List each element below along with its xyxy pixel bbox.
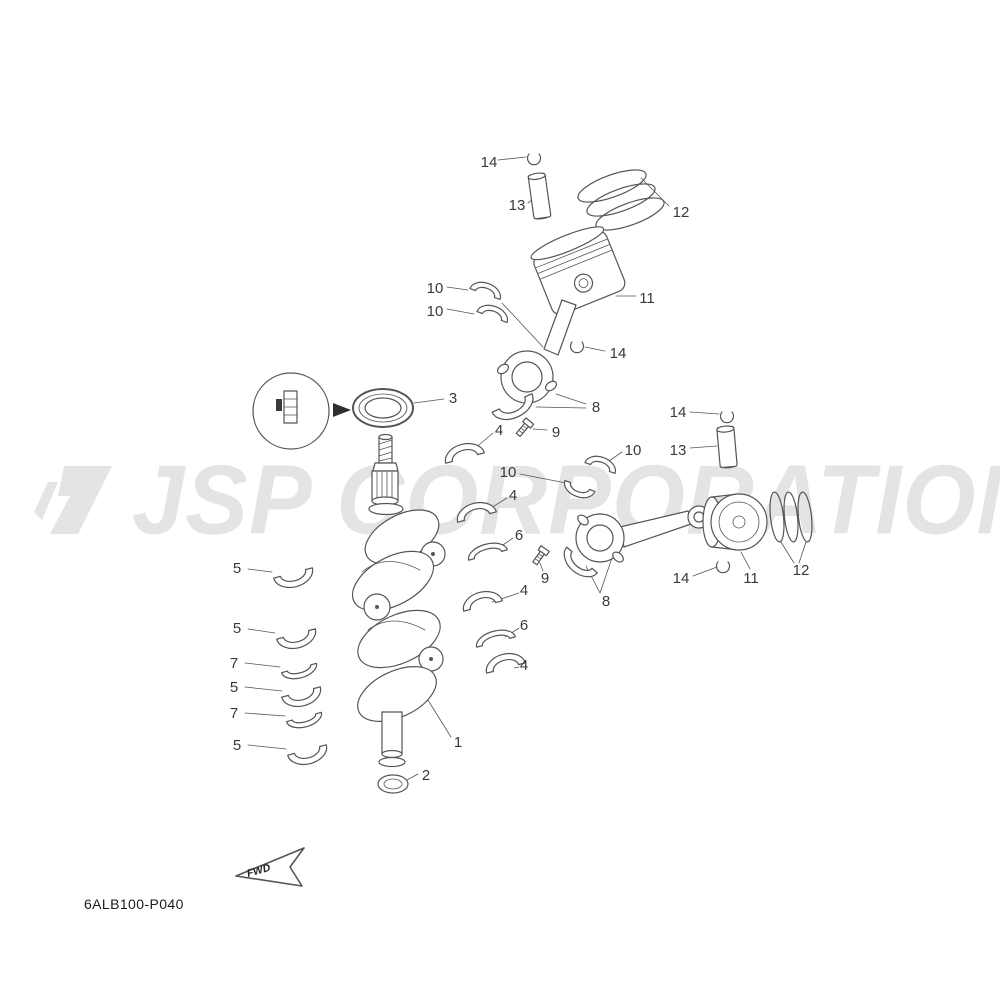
callout-9: 9 <box>552 424 560 441</box>
seal-lip-detail <box>276 399 282 411</box>
main-bearing-shells-right <box>444 442 526 674</box>
piston <box>530 226 626 316</box>
callout-9: 9 <box>541 570 549 587</box>
callout-6: 6 <box>520 617 528 634</box>
thrust-bearing-shell <box>286 711 323 729</box>
bearing-shell <box>287 744 328 766</box>
crankshaft <box>351 433 446 768</box>
jsp-logo-watermark-icon <box>34 466 112 534</box>
callout-5: 5 <box>230 679 238 696</box>
callout-3: 3 <box>449 390 457 407</box>
thrust-bearing-shell <box>475 629 516 648</box>
callout-5: 5 <box>233 620 241 637</box>
fwd-arrow-icon <box>235 847 305 887</box>
callout-2: 2 <box>422 767 430 784</box>
rod-bolt <box>515 417 535 438</box>
bearing-shell <box>273 567 314 589</box>
callout-14: 14 <box>610 345 627 362</box>
callout-14: 14 <box>673 570 690 587</box>
callout-4: 4 <box>520 582 528 599</box>
bearing-shell <box>456 501 497 523</box>
piston-pin <box>527 172 552 220</box>
rod-cap <box>563 546 598 578</box>
circlip-icon <box>569 341 585 354</box>
piston <box>702 493 768 551</box>
bearing-shell <box>485 652 526 674</box>
callout-6: 6 <box>515 527 523 544</box>
callout-4: 4 <box>509 487 517 504</box>
circlip-icon <box>719 411 735 424</box>
callout-8: 8 <box>592 399 600 416</box>
thrust-bearing-shell <box>467 542 508 561</box>
main-bearing-shells-left <box>273 567 328 766</box>
callout-4: 4 <box>495 422 503 439</box>
callout-13: 13 <box>509 197 526 214</box>
callout-11: 11 <box>639 290 655 307</box>
thrust-bearing-shell <box>281 662 318 680</box>
callout-1: 1 <box>454 734 462 751</box>
oil-seal-group <box>252 372 414 450</box>
piston-pin <box>716 425 738 469</box>
rod-bearing-shells <box>563 455 617 499</box>
leader-lines <box>244 156 807 781</box>
callout-13: 13 <box>670 442 687 459</box>
callout-10: 10 <box>500 464 517 481</box>
callout-12: 12 <box>793 562 810 579</box>
callout-14: 14 <box>481 154 498 171</box>
callout-5: 5 <box>233 737 241 754</box>
piston-rings <box>577 169 665 231</box>
circlip-icon <box>715 561 731 574</box>
rod-cap <box>491 393 534 421</box>
seal-detail-circle <box>252 372 351 450</box>
connecting-rod <box>575 505 711 563</box>
watermark: JSP CORPORATION <box>28 444 1000 555</box>
callout-4: 4 <box>520 657 528 674</box>
piston-assembly-upper <box>469 153 665 438</box>
connecting-rod <box>496 299 577 404</box>
bearing-shell <box>462 590 503 612</box>
piston-rings <box>769 491 813 543</box>
lower-oil-seal <box>377 774 409 794</box>
callout-10: 10 <box>427 280 444 297</box>
callout-10: 10 <box>427 303 444 320</box>
callout-7: 7 <box>230 705 238 722</box>
bearing-shell <box>276 628 317 650</box>
rod-bearing-shells <box>469 281 509 324</box>
callout-11: 11 <box>743 570 759 587</box>
bearing-shell <box>281 686 322 708</box>
drawing-code: 6ALB100-P040 <box>84 896 184 912</box>
pointer-arrow-icon <box>333 403 351 417</box>
bearing-shell <box>444 442 485 464</box>
callout-12: 12 <box>673 204 690 221</box>
fwd-marker: FWD <box>235 847 305 887</box>
callout-10: 10 <box>625 442 642 459</box>
callout-5: 5 <box>233 560 241 577</box>
piston-assembly-right <box>532 411 813 578</box>
watermark-text: JSP CORPORATION <box>132 444 1000 555</box>
rod-bolt <box>532 545 550 566</box>
circlip-icon <box>526 153 542 166</box>
oil-seal <box>352 388 414 428</box>
callout-14: 14 <box>670 404 687 421</box>
callout-8: 8 <box>602 593 610 610</box>
callout-7: 7 <box>230 655 238 672</box>
